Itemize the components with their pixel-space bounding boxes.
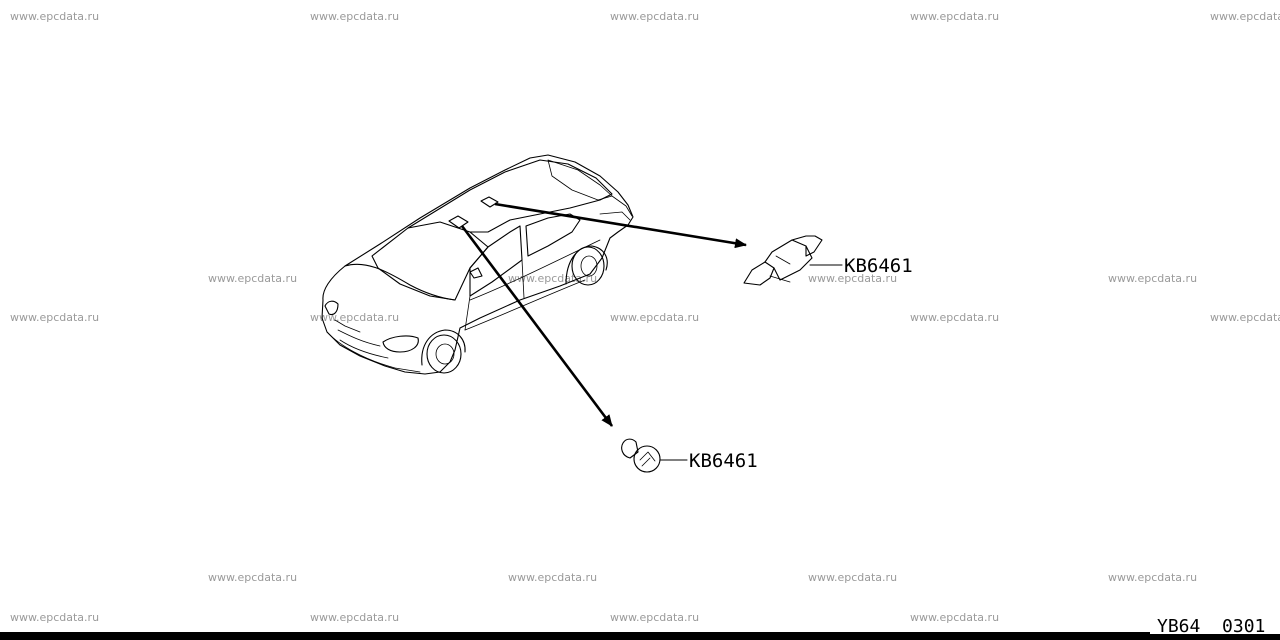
footer-bar <box>0 632 1280 640</box>
part-label-map-lamp: KB6461 <box>689 450 758 472</box>
car-headlight-right <box>382 335 419 353</box>
watermark-text: www.epcdata.ru <box>610 611 699 624</box>
car-front-side-window <box>469 225 523 297</box>
car-rear-side-window <box>525 213 581 257</box>
car-front-hub <box>435 343 455 365</box>
watermark-text: www.epcdata.ru <box>1108 272 1197 285</box>
arrow-to-map-lamp-bulb <box>460 225 614 427</box>
car-windshield <box>371 221 489 301</box>
watermark-text: www.epcdata.ru <box>910 311 999 324</box>
car-headlight-left <box>324 300 339 316</box>
car-front-bumper <box>326 331 421 373</box>
car-trunk <box>599 195 633 221</box>
figure-code-bg <box>1150 617 1280 634</box>
watermark-text: www.epcdata.ru <box>1210 311 1280 324</box>
watermark-text: www.epcdata.ru <box>508 571 597 584</box>
car-body-outline <box>321 154 634 375</box>
car-rear-window <box>547 159 613 201</box>
watermark-text: www.epcdata.ru <box>10 311 99 324</box>
watermark-text: www.epcdata.ru <box>808 571 897 584</box>
watermark-text: www.epcdata.ru <box>310 10 399 23</box>
car-mirror <box>469 267 483 279</box>
watermark-text: www.epcdata.ru <box>1210 10 1280 23</box>
car-illustration <box>321 154 634 375</box>
car-rocker-line <box>464 279 586 331</box>
watermark-text: www.epcdata.ru <box>610 10 699 23</box>
wedge-bulb-icon <box>621 438 688 473</box>
car-rear-wheel <box>571 246 605 286</box>
car-door-line-mid <box>521 259 525 299</box>
watermark-text: www.epcdata.ru <box>610 311 699 324</box>
car-front-arch <box>421 329 466 366</box>
part-label-room-lamp: KB6461 <box>844 255 913 277</box>
map-lamp-marker <box>448 215 469 229</box>
watermark-text: www.epcdata.ru <box>910 611 999 624</box>
arrow-to-room-lamp-bulb <box>494 202 747 249</box>
watermark-text: www.epcdata.ru <box>808 272 897 285</box>
watermark-layer: www.epcdata.ru www.epcdata.ru www.epcdata.… <box>10 10 1280 624</box>
car-grille <box>334 319 389 359</box>
car-hood-line <box>344 263 456 301</box>
car-rear-arch <box>565 245 608 285</box>
watermark-text: www.epcdata.ru <box>208 272 297 285</box>
watermark-text: www.epcdata.ru <box>910 10 999 23</box>
watermark-text: www.epcdata.ru <box>10 10 99 23</box>
watermark-text: www.epcdata.ru <box>310 611 399 624</box>
room-lamp-marker <box>480 196 499 208</box>
watermark-text: www.epcdata.ru <box>10 611 99 624</box>
car-roof <box>407 159 613 233</box>
watermark-text: www.epcdata.ru <box>508 272 597 285</box>
festoon-bulb-icon <box>743 235 843 286</box>
watermark-text: www.epcdata.ru <box>208 571 297 584</box>
watermark-text: www.epcdata.ru <box>1108 571 1197 584</box>
figure-code: YB64 0301 <box>1157 616 1265 637</box>
car-front-wheel <box>426 334 462 374</box>
callout-arrows <box>460 202 747 427</box>
car-door-line-front <box>464 295 471 331</box>
car-rear-hub <box>580 255 598 277</box>
